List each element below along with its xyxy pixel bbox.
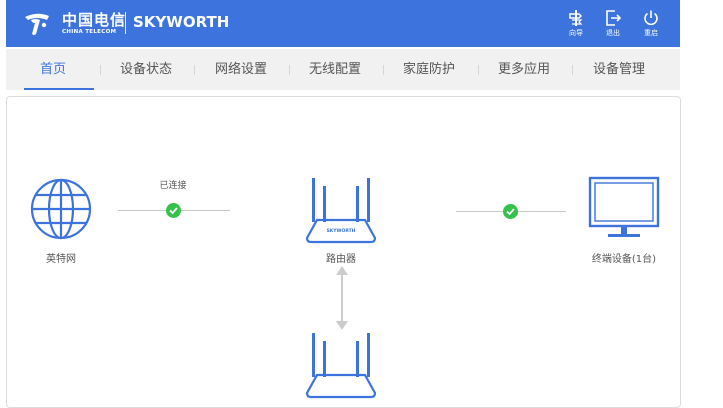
reboot-button[interactable]: 重启	[636, 9, 666, 43]
china-telecom-logo-icon	[25, 13, 49, 35]
monitor-icon[interactable]	[588, 176, 660, 240]
reboot-label: 重启	[644, 29, 658, 37]
globe-icon[interactable]	[30, 178, 92, 240]
tab-device-management[interactable]: 设备管理	[592, 62, 645, 77]
tab-home[interactable]: 首页	[39, 62, 66, 77]
logout-button[interactable]: 退出	[598, 9, 628, 43]
wizard-icon	[569, 10, 583, 26]
wizard-label: 向导	[569, 29, 583, 37]
logo-divider	[125, 12, 126, 34]
tab-wireless-config[interactable]: 无线配置	[308, 62, 361, 77]
power-icon	[644, 10, 658, 26]
tab-device-status[interactable]: 设备状态	[119, 62, 172, 77]
router-brand-text: SKYWORTH	[327, 228, 356, 234]
tab-more-apps[interactable]: 更多应用	[497, 62, 550, 77]
wizard-button[interactable]: 向导	[561, 9, 591, 43]
logout-icon	[606, 10, 622, 26]
logout-label: 退出	[606, 29, 620, 37]
top-header: 中国电信 CHINA TELECOM SKYWORTH 向导 退出 重启	[6, 0, 680, 47]
nav-divider	[194, 65, 195, 75]
logo-chinese-text: 中国电信	[62, 11, 127, 29]
mesh-router-icon[interactable]	[305, 331, 377, 400]
connection-status-label: 已连接	[159, 181, 187, 191]
connected-check-icon	[166, 203, 181, 218]
router-label: 路由器	[326, 254, 356, 265]
internet-label: 英特网	[46, 254, 76, 265]
nav-divider	[383, 65, 384, 75]
router-icon[interactable]: SKYWORTH	[305, 176, 377, 246]
nav-divider	[572, 65, 573, 75]
tab-network-settings[interactable]: 网络设置	[214, 62, 267, 77]
nav-divider	[100, 65, 101, 75]
main-nav: 首页 设备状态 网络设置 无线配置 家庭防护 更多应用 设备管理	[6, 49, 680, 90]
double-arrow-icon	[336, 266, 348, 330]
terminal-label: 终端设备(1台)	[591, 254, 657, 265]
nav-divider	[289, 65, 290, 75]
tab-active-indicator	[24, 88, 94, 90]
topology-panel	[6, 96, 681, 408]
nav-divider	[478, 65, 479, 75]
logo-english-text: CHINA TELECOM	[62, 29, 117, 35]
connected-check-icon	[503, 204, 518, 219]
brand-name: SKYWORTH	[133, 13, 230, 31]
tab-home-protection[interactable]: 家庭防护	[402, 62, 455, 77]
